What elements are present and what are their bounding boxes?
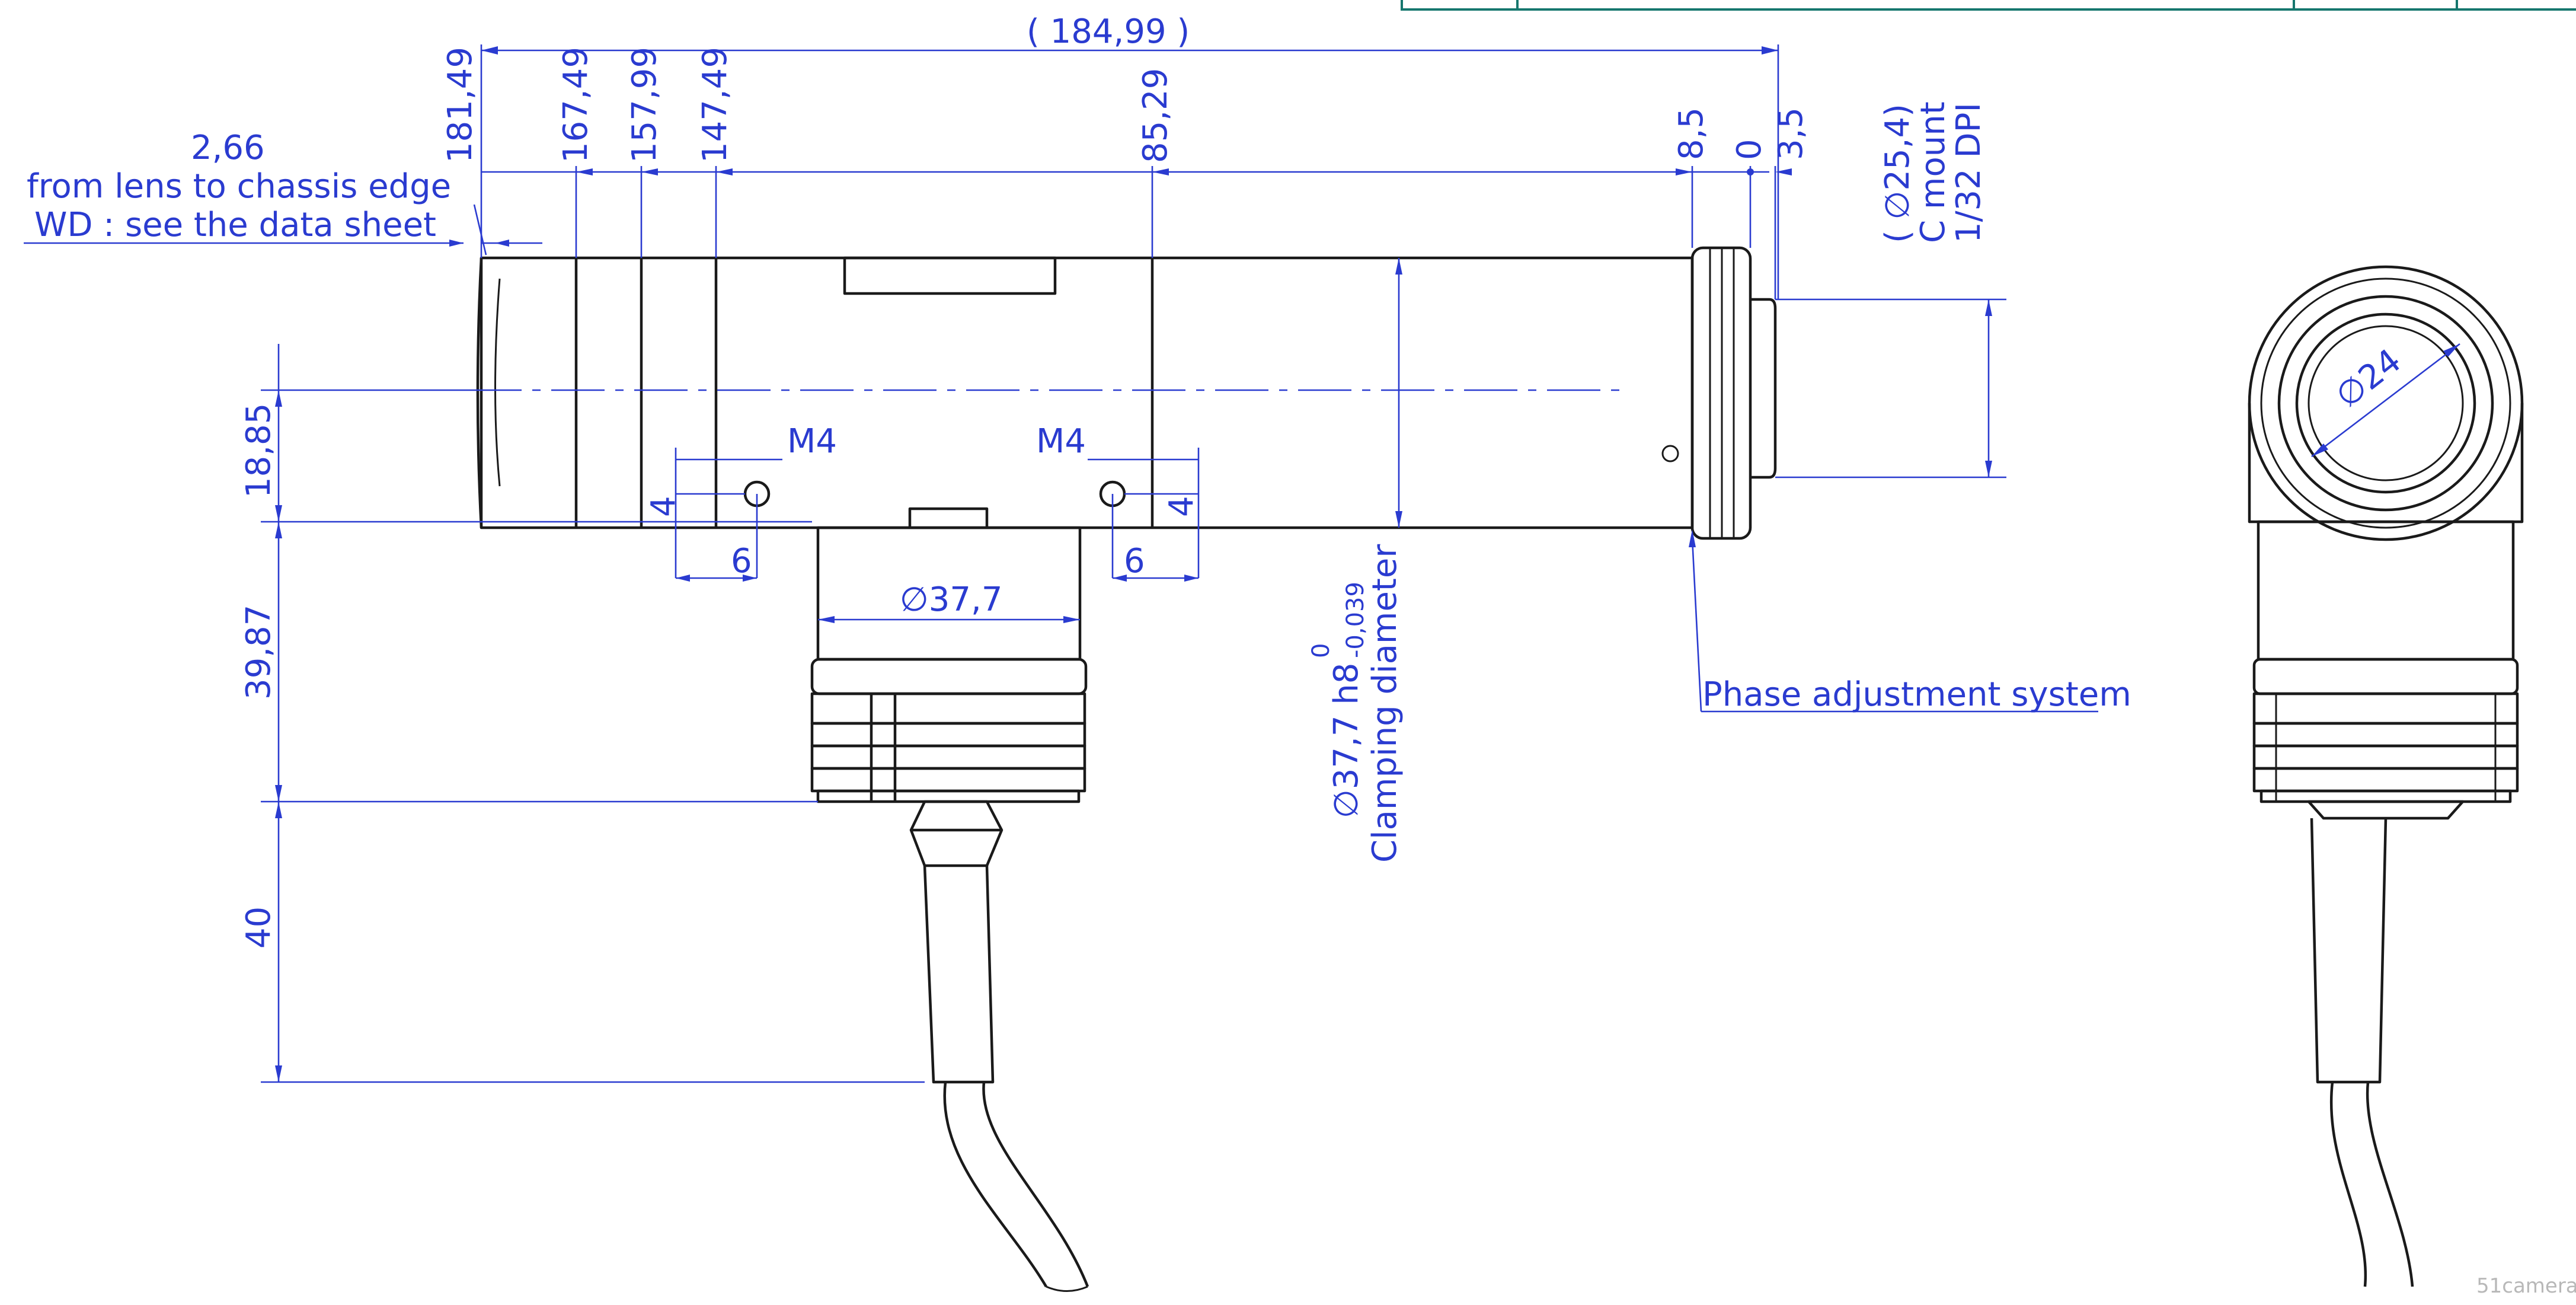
title-block-frame	[1401, 0, 2576, 11]
dim-85-29: 85,29	[1136, 68, 1175, 163]
lens-offset-line2: WD : see the data sheet	[34, 206, 436, 244]
dimension-lines	[24, 44, 2460, 1083]
six-right-label: 6	[1124, 542, 1145, 580]
dim-8-5: 8,5	[1672, 107, 1711, 160]
lens-offset-line1: from lens to chassis edge	[27, 167, 451, 206]
phase-adjustment-label: Phase adjustment system	[1702, 675, 2131, 714]
camera-front-view	[2248, 265, 2524, 1287]
dim-0: 0	[1730, 139, 1769, 160]
c-mount-label: C mount	[1914, 101, 1952, 243]
connector-side-view	[810, 526, 1089, 1292]
four-right-label: 4	[1162, 496, 1201, 517]
lens-offset-value: 2,66	[191, 129, 265, 167]
watermark: 51camera	[2476, 1274, 2576, 1298]
dia-24-label: ∅24	[2329, 342, 2409, 416]
camera-side-view	[476, 246, 1777, 540]
tolerance-upper: 0	[1308, 643, 1335, 658]
dim-40: 40	[239, 907, 278, 949]
tolerance-lower: -0,039	[1342, 582, 1369, 658]
four-left-label: 4	[644, 496, 683, 517]
dim-167-49: 167,49	[557, 47, 595, 163]
clamping-diameter-value: ∅37,7 h8	[1327, 663, 1366, 818]
dim-3-5: 3,5	[1772, 107, 1810, 160]
c-mount-thread: 1/32 DPI	[1949, 103, 1988, 243]
dim-157-99: 157,99	[625, 47, 664, 163]
clamping-diameter-label: Clamping diameter	[1366, 544, 1404, 863]
overall-length-label: ( 184,99 )	[1027, 12, 1190, 51]
dim-181-49: 181,49	[441, 47, 480, 163]
m4-left-label: M4	[787, 422, 837, 461]
dim-39-87: 39,87	[239, 605, 278, 700]
dim-18-85: 18,85	[239, 403, 278, 498]
six-left-label: 6	[731, 542, 752, 580]
dim-147-49: 147,49	[696, 47, 734, 163]
dimension-labels: ( 184,99 ) 181,49 167,49 157,99 147,49 8…	[27, 12, 2408, 949]
dia-37-7-label: ∅37,7	[900, 580, 1002, 619]
m4-right-label: M4	[1036, 422, 1086, 461]
c-mount-diameter: ( ∅25,4)	[1878, 104, 1917, 243]
